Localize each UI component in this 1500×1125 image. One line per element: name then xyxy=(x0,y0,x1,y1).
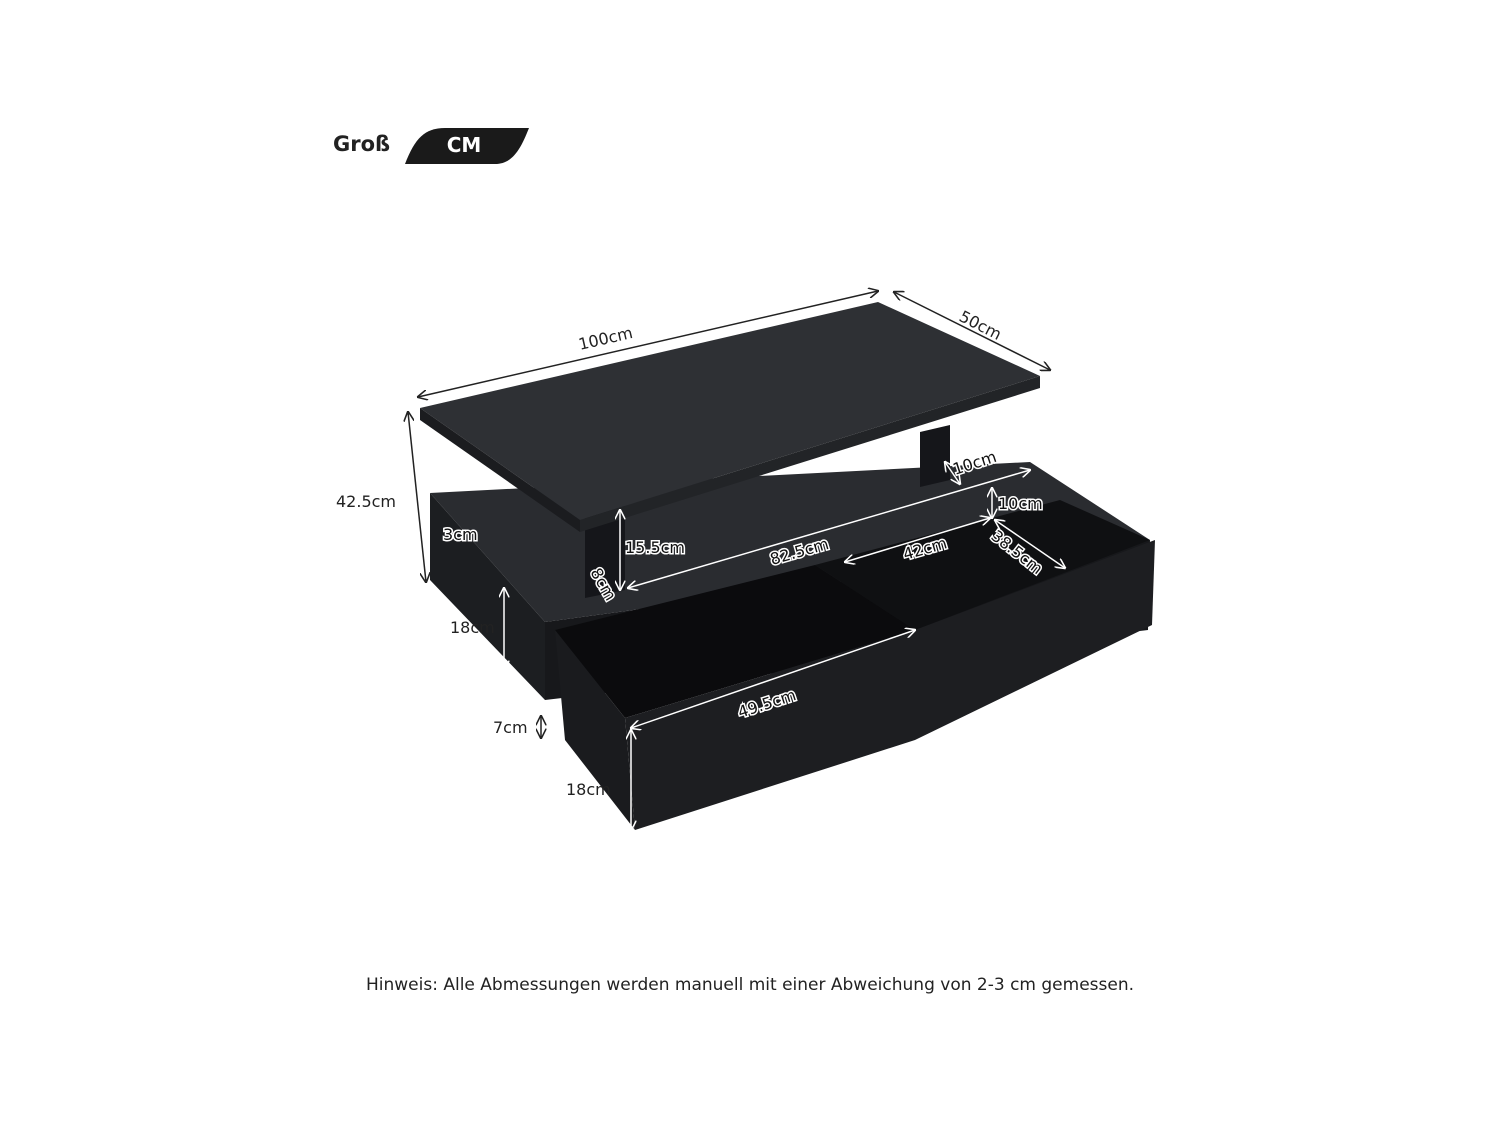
label-depth: 50cm xyxy=(956,307,1004,344)
tabletop-surface xyxy=(420,302,1040,520)
drawer-left-side xyxy=(555,630,635,830)
label-drawer-gap: 10cm xyxy=(998,494,1043,513)
unit-badge-shape xyxy=(405,128,529,164)
label-drawer-front-height: 18cm xyxy=(566,780,611,799)
tabletop-edge xyxy=(420,408,580,532)
unit-badge: CM xyxy=(446,133,482,157)
label-side-height: 18cm xyxy=(450,618,495,637)
size-title: Groß xyxy=(333,132,391,156)
base-left-side xyxy=(430,493,545,700)
label-foot-gap: 7cm xyxy=(493,718,528,737)
label-riser-height: 15.5cm xyxy=(625,538,685,557)
drawer-front-right xyxy=(915,540,1155,740)
label-height: 42.5cm xyxy=(336,492,396,511)
label-top-thickness: 3cm xyxy=(443,525,478,544)
measurement-note: Hinweis: Alle Abmessungen werden manuell… xyxy=(365,975,1134,995)
riser-right xyxy=(920,425,950,487)
